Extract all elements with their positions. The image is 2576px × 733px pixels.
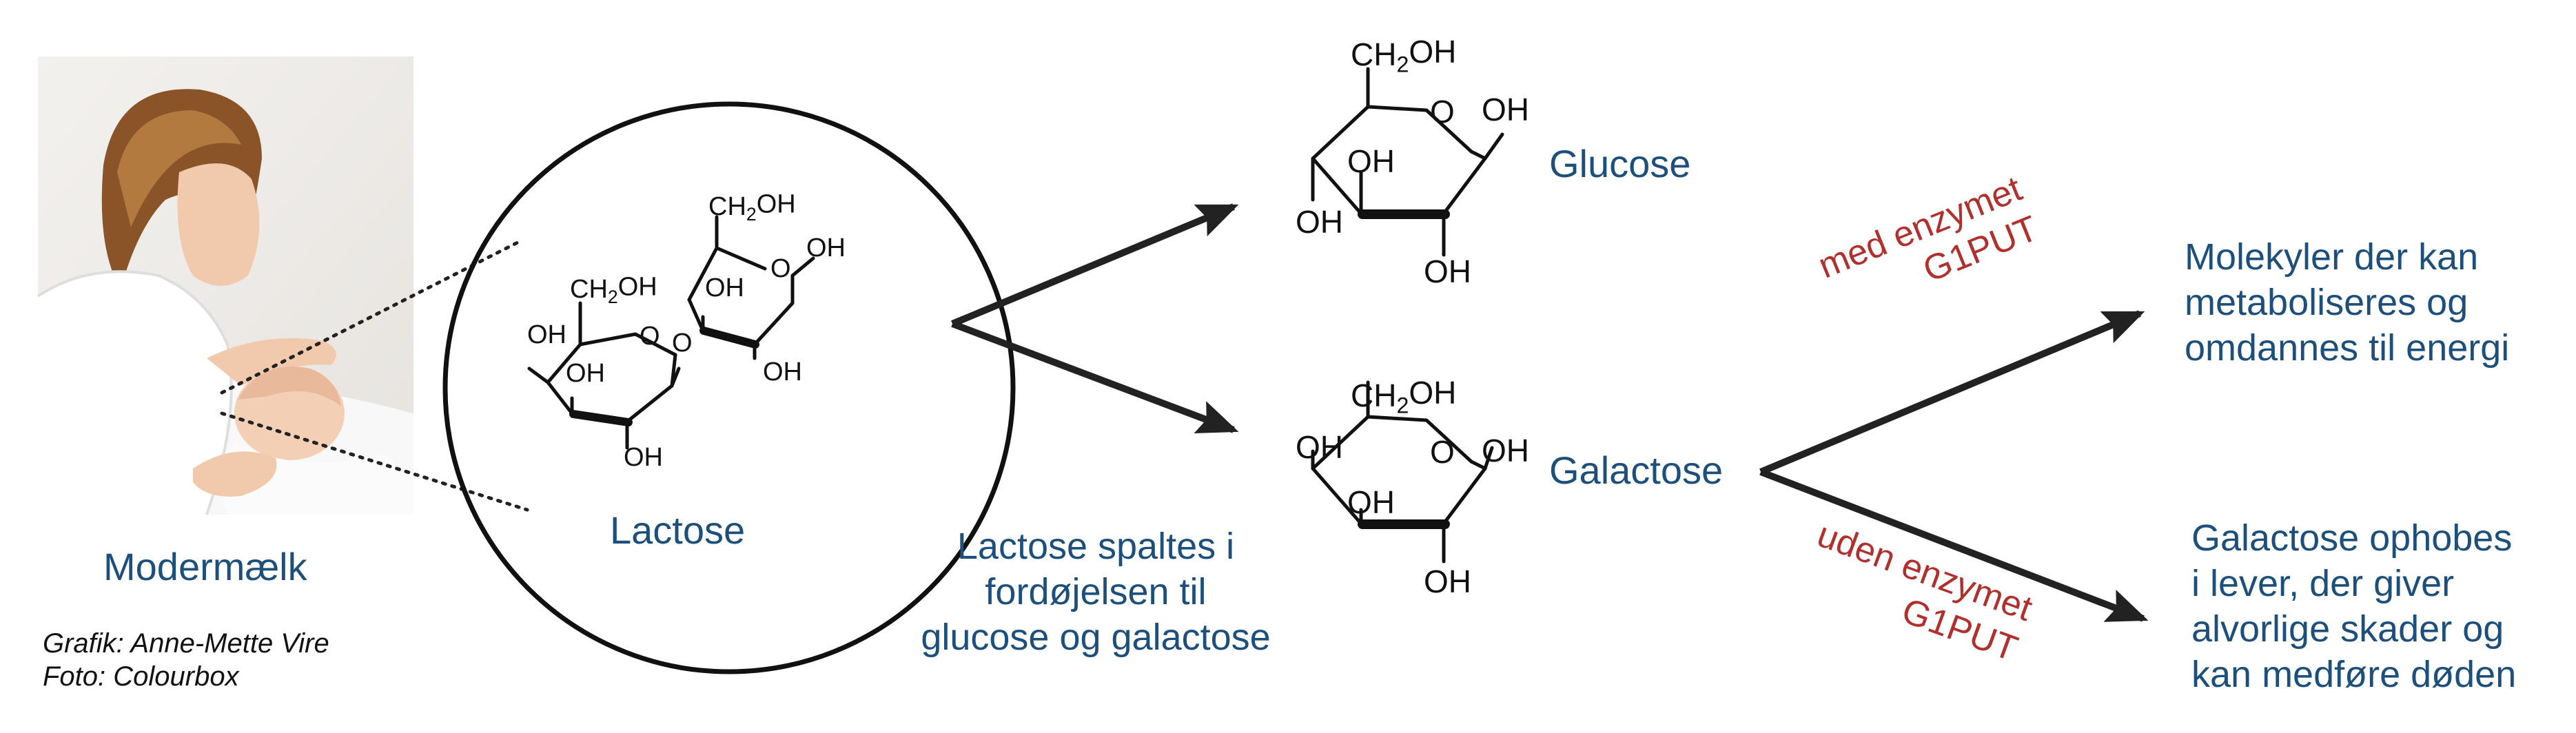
outcome-without-enzyme: Galactose ophobes i lever, der giver alv… — [2191, 515, 2516, 697]
split-line-3: glucose og galactose — [921, 617, 1271, 658]
lactose-label: Lactose — [610, 508, 746, 552]
lactose-oh-right-anomeric: OH — [806, 234, 846, 262]
lactose-o-right-ring: O — [770, 254, 791, 283]
galactose-ch2oh: CH2OH — [1351, 375, 1456, 418]
glucose-oh-c2: OH — [1424, 254, 1471, 289]
arrow-without-enzyme — [1759, 468, 2149, 622]
breast-milk-label: Modermælk — [103, 545, 307, 588]
galactose-atom-labels: CH2OH O OH OH OH OH — [1296, 375, 1529, 599]
galactose-oh-c2: OH — [1424, 564, 1471, 599]
galactose-oh-anomeric: OH — [1482, 433, 1529, 468]
outcome-good-line-2: metaboliseres og — [2185, 282, 2468, 323]
glucose-oh-anomeric: OH — [1482, 92, 1529, 127]
lactose-zoom-circle — [442, 101, 1016, 674]
outcome-bad-line-2: i lever, der giver — [2191, 563, 2455, 604]
outcome-with-enzyme: Molekyler der kan metaboliseres og omdan… — [2185, 234, 2509, 371]
split-line-1: Lactose spaltes i — [957, 526, 1235, 567]
galactose-structure — [1311, 380, 1494, 564]
galactose-oh-c3: OH — [1347, 484, 1395, 520]
lactose-oh-left-c3: OH — [566, 359, 605, 388]
galactose-ring-o: O — [1430, 434, 1455, 470]
glucose-label: Glucose — [1549, 142, 1691, 185]
arrow-to-galactose — [951, 320, 1239, 434]
outcome-bad-line-4: kan medføre døden — [2191, 654, 2517, 695]
lactose-ch2oh-top: CH2OH — [708, 190, 796, 225]
glucose-atom-labels: CH2OH O OH OH OH OH — [1296, 34, 1529, 289]
glucose-ch2oh: CH2OH — [1351, 34, 1456, 77]
outcome-good-line-3: omdannes til energi — [2185, 327, 2510, 369]
glucose-structure — [1311, 67, 1504, 257]
lactose-oh-right-c2: OH — [763, 358, 802, 386]
split-description: Lactose spaltes i fordøjelsen til glucos… — [896, 524, 1296, 660]
glucose-oh-c4: OH — [1296, 204, 1343, 240]
photo-credit: Foto: Colourbox — [43, 661, 239, 692]
lactose-oh-right-c3: OH — [705, 273, 744, 302]
lactose-atom-labels: CH2OH O OH OH OH O CH2OH O OH OH OH — [527, 190, 846, 472]
galactose-label: Galactose — [1549, 448, 1724, 492]
arrow-with-enzyme — [1759, 310, 2145, 475]
lactose-o-left-ring: O — [640, 322, 660, 351]
lactose-oh-left-c2: OH — [624, 443, 663, 472]
lactose-oh-left-c4: OH — [527, 320, 566, 349]
arrow-to-glucose — [951, 203, 1239, 327]
lactose-structure — [527, 215, 815, 450]
galactose-oh-c4: OH — [1296, 429, 1343, 465]
graphic-credit: Grafik: Anne-Mette Vire — [43, 628, 329, 659]
outcome-good-line-1: Molekyler der kan — [2185, 236, 2479, 278]
mother-baby-photo — [37, 56, 413, 515]
lactose-glycosidic-o: O — [672, 329, 693, 358]
outcome-bad-line-1: Galactose ophobes — [2191, 517, 2513, 559]
glucose-ring-o: O — [1430, 94, 1455, 130]
lactose-ch2oh-left: CH2OH — [570, 273, 657, 307]
split-line-2: fordøjelsen til — [985, 571, 1207, 612]
outcome-bad-line-3: alvorlige skader og — [2191, 608, 2504, 650]
glucose-oh-c3: OH — [1347, 143, 1395, 179]
